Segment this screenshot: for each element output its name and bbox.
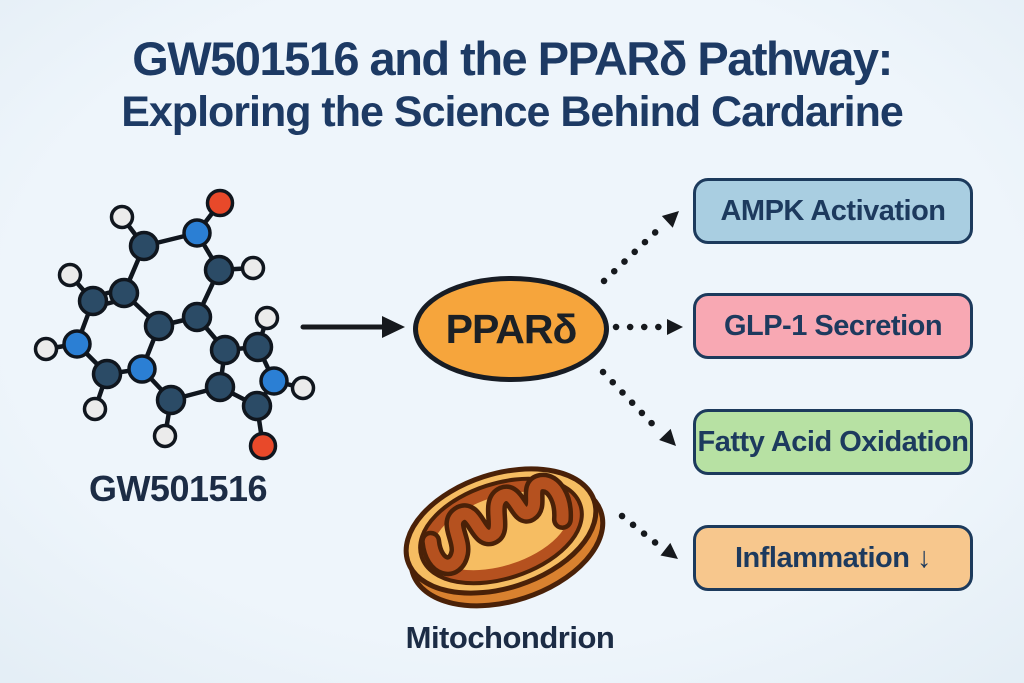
atom-hydrogen — [152, 423, 178, 449]
molecule-illustration — [33, 188, 316, 461]
arrow-to-glp1 — [612, 319, 683, 335]
output-box-ampk: AMPK Activation — [693, 178, 973, 244]
atom-nitrogen — [62, 329, 92, 359]
arrow-to-ampk — [600, 211, 679, 285]
mitochondrion-label: Mitochondrion — [405, 620, 615, 655]
atom-carbon — [155, 384, 187, 416]
atom-nitrogen — [259, 366, 289, 396]
atom-oxygen — [205, 188, 235, 218]
arrow-molecule-to-receptor — [300, 316, 405, 338]
page-subtitle: Exploring the Science Behind Cardarine — [121, 88, 904, 136]
atom-carbon — [203, 254, 235, 286]
atom-carbon — [181, 301, 213, 333]
atom-hydrogen — [240, 255, 266, 281]
page-title: GW501516 and the PPARδ Pathway: — [132, 32, 893, 85]
atom-carbon — [91, 358, 123, 390]
mito-cristae — [420, 472, 573, 577]
mitochondrion-illustration — [403, 466, 606, 609]
atom-carbon — [128, 230, 160, 262]
atom-hydrogen — [290, 375, 316, 401]
output-box-glp1: GLP-1 Secretion — [693, 293, 973, 359]
atom-hydrogen — [254, 305, 280, 331]
atom-oxygen — [248, 431, 278, 461]
atom-carbon — [108, 277, 140, 309]
atom-nitrogen — [182, 218, 212, 248]
arrow-to-fatty-acid — [599, 368, 676, 446]
atom-carbon — [77, 285, 109, 317]
atom-nitrogen — [127, 354, 157, 384]
atom-carbon — [241, 390, 273, 422]
output-box-fatty-acid: Fatty Acid Oxidation — [693, 409, 973, 475]
atom-carbon — [209, 334, 241, 366]
dotted-arrows — [599, 211, 683, 559]
atom-hydrogen — [33, 336, 59, 362]
molecule-label: GW501516 — [88, 468, 268, 509]
atom-hydrogen — [109, 204, 135, 230]
atom-hydrogen — [57, 262, 83, 288]
output-box-inflammation: Inflammation ↓ — [693, 525, 973, 591]
atom-carbon — [143, 310, 175, 342]
atom-carbon — [242, 331, 274, 363]
atom-hydrogen — [82, 396, 108, 422]
atom-carbon — [204, 371, 236, 403]
ppar-delta-node: PPARδ — [413, 276, 609, 382]
arrow-mito-to-inflammation — [618, 512, 678, 559]
